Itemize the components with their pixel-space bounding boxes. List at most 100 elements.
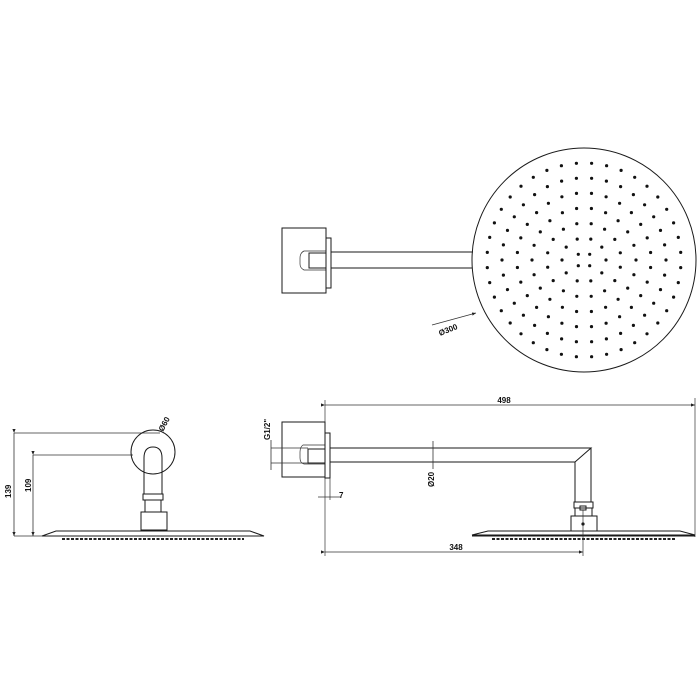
nozzle-hole	[589, 279, 593, 283]
nozzle-hole	[590, 355, 594, 359]
nozzle-hole	[560, 211, 565, 215]
nozzle-hole	[559, 352, 564, 356]
nozzle-hole	[525, 294, 529, 298]
nozzle-hole	[501, 273, 505, 277]
nozzle-hole	[616, 219, 620, 223]
nozzle-hole	[531, 341, 535, 345]
nozzle-hole	[589, 237, 593, 241]
nozzle-hole	[676, 235, 680, 239]
nozzle-hole	[546, 251, 550, 255]
arm	[330, 447, 593, 463]
nozzle-hole	[545, 331, 550, 335]
nozzle-hole	[679, 266, 683, 270]
overall-projection-label: 498	[497, 396, 511, 405]
head-center-projection-label: 348	[449, 543, 463, 552]
nozzle-hole	[560, 305, 565, 309]
nozzle-hole	[560, 195, 564, 199]
nozzle-hole	[545, 185, 550, 189]
nozzle-hole	[619, 168, 623, 172]
nozzle-hole	[535, 211, 539, 215]
nozzle-hole	[533, 323, 537, 327]
nozzle-hole	[604, 321, 608, 325]
nozzle-hole	[545, 348, 549, 352]
diameter-leader	[431, 312, 477, 326]
wall-rosette	[130, 429, 176, 475]
ball-joint-ring	[142, 493, 164, 501]
nozzle-hole	[589, 309, 594, 314]
nozzle-hole	[619, 185, 623, 189]
nozzle-hole	[631, 193, 636, 197]
nozzle-hole	[645, 332, 649, 336]
nozzle-hole	[649, 265, 653, 270]
nozzle-hole	[574, 340, 579, 344]
nozzle-hole	[551, 237, 555, 241]
nozzle-hole	[508, 321, 512, 325]
nozzle-hole	[645, 184, 649, 188]
nozzle-hole	[500, 258, 504, 262]
nozzle-hole	[634, 258, 638, 262]
nozzle-hole	[551, 279, 555, 283]
nozzle-hole	[626, 230, 630, 234]
nozzle-hole	[548, 297, 552, 301]
nozzle-hole	[492, 221, 496, 225]
nozzle-hole	[663, 243, 667, 247]
nozzle-hole	[643, 203, 647, 207]
nozzle-hole	[574, 161, 579, 165]
nozzle-hole	[613, 279, 617, 283]
nozzle-hole	[604, 179, 609, 183]
ball-joint	[144, 499, 162, 513]
nozzle-hole	[492, 295, 496, 299]
shower-head-disc	[471, 147, 697, 373]
flange	[325, 237, 332, 289]
nozzle-hole	[652, 215, 656, 219]
flange-offset-label: 7	[339, 491, 344, 500]
nozzle-hole	[589, 191, 594, 195]
nozzle-hole	[618, 265, 622, 269]
nozzle-hole	[561, 289, 566, 293]
nozzle-hole	[525, 222, 529, 226]
nozzle-hole	[521, 203, 526, 207]
nozzle-hole	[512, 301, 516, 305]
nozzle-hole	[603, 289, 607, 293]
nozzle-hole	[574, 191, 579, 195]
arm-elbow	[143, 446, 163, 494]
nozzle-hole	[643, 313, 647, 317]
nozzle-hole	[618, 315, 622, 319]
nozzle-hole	[589, 222, 593, 226]
nozzle-hole	[605, 352, 609, 356]
nozzle-hole	[561, 227, 566, 231]
nozzle-hole	[589, 325, 594, 329]
nozzle-hole	[629, 211, 634, 215]
nozzle-hole	[564, 245, 568, 249]
nozzle-hole	[663, 273, 667, 277]
nozzle-hole	[665, 309, 669, 313]
nozzle-hole	[546, 201, 551, 205]
nozzle-hole	[560, 179, 564, 183]
nozzle-hole	[619, 331, 623, 335]
nozzle-hole	[633, 341, 637, 345]
top-view: Ø300	[281, 147, 697, 373]
nozzle-hole	[532, 243, 536, 247]
nozzle-hole	[533, 193, 537, 197]
shower-plate	[41, 530, 265, 537]
nozzle-hole	[538, 286, 542, 290]
thread-label: G1/2"	[263, 419, 272, 440]
head-connector	[140, 511, 168, 531]
nozzle-hole	[589, 206, 594, 211]
nozzle-hole	[588, 264, 592, 268]
nozzle-hole	[664, 258, 668, 262]
nozzle-hole	[672, 221, 676, 225]
nozzle-hole	[665, 207, 669, 211]
nozzle-hole	[499, 309, 503, 313]
nozzle-hole	[658, 288, 663, 292]
nozzle-hole	[532, 273, 536, 277]
nozzle-hole	[676, 281, 680, 285]
nozzle-hole	[548, 219, 552, 223]
nozzle-hole	[564, 271, 568, 275]
nozzle-hole	[658, 228, 663, 232]
nozzle-hole	[519, 184, 523, 188]
overall-height-label: 139	[4, 484, 13, 498]
nozzle-hole	[519, 236, 523, 240]
nozzle-hole	[649, 250, 653, 255]
